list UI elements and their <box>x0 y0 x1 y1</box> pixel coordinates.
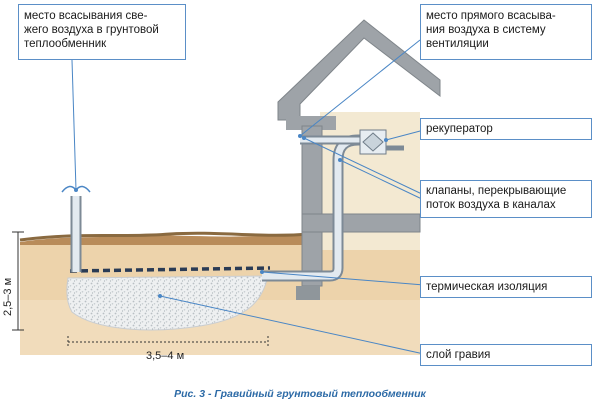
leader-valves-2 <box>339 159 425 201</box>
thermal-insulation <box>69 266 271 273</box>
label-box-fresh-air <box>18 4 186 60</box>
gravel-bed <box>66 275 269 331</box>
house-wall-column <box>301 125 323 287</box>
house-roof <box>277 19 441 121</box>
label-box-direct-intake <box>420 4 592 60</box>
label-fresh-air-intake: место всасывания све- жего воздуха в гру… <box>24 10 159 50</box>
label-box-insulation <box>420 276 592 298</box>
label-direct-intake: место прямого всасыва- ния воздуха в сис… <box>426 10 556 50</box>
depth-dimension-line <box>12 231 24 331</box>
leader-valves-1 <box>303 137 425 196</box>
label-gravel: слой гравия <box>426 349 491 361</box>
leader-lines <box>71 39 425 355</box>
leader-dots <box>74 134 388 298</box>
dimension-width: 3,5–4 м <box>146 350 185 362</box>
label-box-gravel <box>420 344 592 366</box>
leader-direct-intake <box>299 39 421 137</box>
roof-overhang <box>286 116 336 130</box>
leader-insulation <box>261 271 425 286</box>
label-box-valves <box>420 180 592 218</box>
leader-fresh-air <box>71 59 77 191</box>
foundation <box>296 286 320 300</box>
floor-slab <box>301 213 421 233</box>
width-dimension-line <box>67 336 269 348</box>
label-insulation: термическая изоляция <box>426 281 548 293</box>
label-recuperator: рекуператор <box>426 123 493 135</box>
recuperator-core <box>362 132 384 152</box>
leader-gravel <box>159 295 425 355</box>
figure-caption: Рис. 3 - Гравийный грунтовый теплообменн… <box>174 388 426 400</box>
dimension-depth: 2,5–3 м <box>2 277 14 316</box>
leader-recuperator <box>385 129 425 141</box>
label-valves: клапаны, перекрывающие поток воздуха в к… <box>426 185 567 211</box>
grass-line <box>19 231 311 242</box>
label-box-recuperator <box>420 118 592 140</box>
